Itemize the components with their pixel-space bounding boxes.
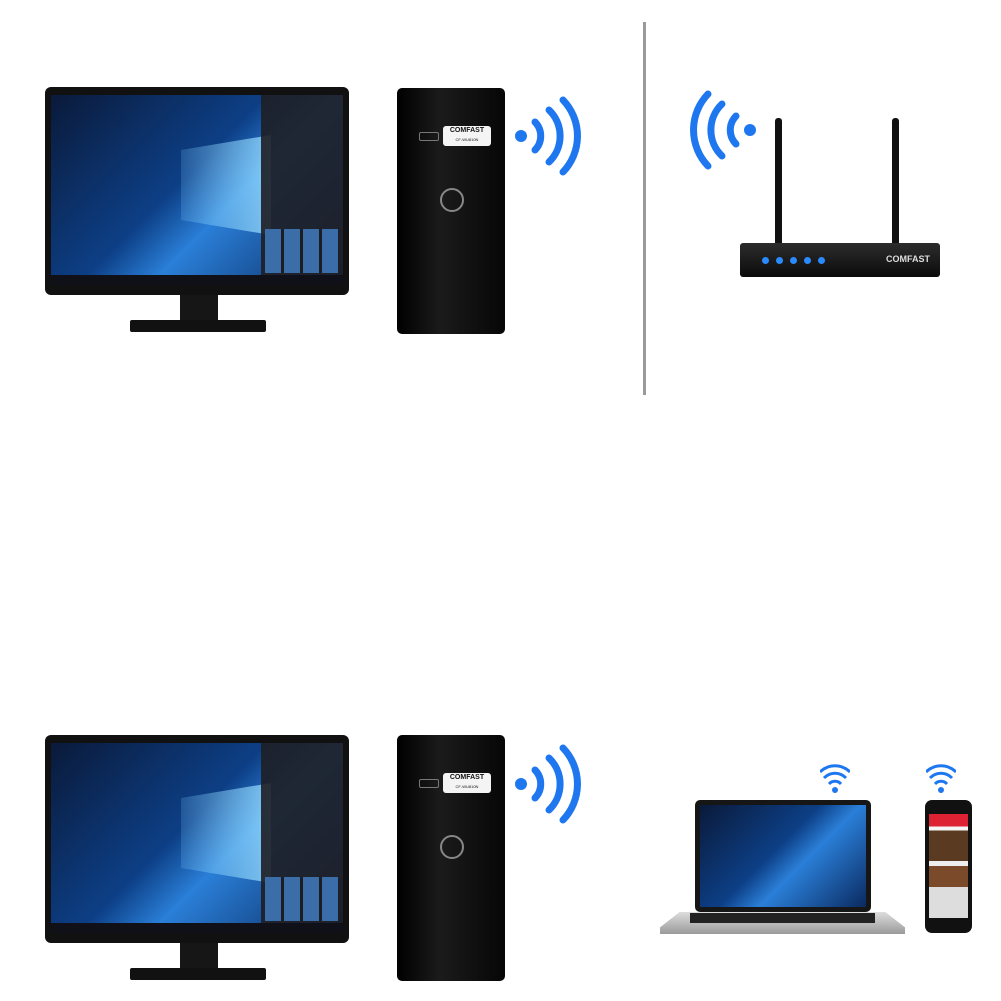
monitor-base bbox=[130, 968, 266, 980]
pc-tower-icon: COMFAST CF-WU810N bbox=[397, 735, 505, 981]
router-antenna bbox=[892, 118, 899, 246]
brand-label: COMFAST CF-WU810N bbox=[443, 773, 491, 793]
monitor-base bbox=[130, 320, 266, 332]
wifi-icon bbox=[820, 764, 850, 794]
monitor-screen bbox=[51, 743, 343, 933]
brand-model: CF-WU810N bbox=[455, 137, 479, 142]
router-led bbox=[818, 257, 825, 264]
windows-logo bbox=[181, 783, 271, 883]
brand-name: COMFAST bbox=[449, 127, 485, 134]
router-logo: COMFAST bbox=[886, 254, 930, 264]
wifi-icon bbox=[926, 764, 956, 794]
wifi-waves-icon bbox=[686, 90, 758, 170]
wifi-waves-icon bbox=[513, 744, 585, 824]
router-antenna bbox=[775, 118, 782, 246]
divider bbox=[643, 22, 646, 395]
monitor-stand bbox=[180, 295, 218, 321]
wifi-waves-icon bbox=[513, 96, 585, 176]
action-center bbox=[261, 743, 343, 925]
monitor-icon bbox=[45, 735, 349, 943]
smartphone-icon bbox=[925, 800, 972, 933]
brand-label: COMFAST CF-WU810N bbox=[443, 126, 491, 146]
usb-adapter bbox=[419, 779, 439, 788]
monitor-icon bbox=[45, 87, 349, 295]
router-led bbox=[762, 257, 769, 264]
router-led bbox=[776, 257, 783, 264]
monitor-screen bbox=[51, 95, 343, 285]
brand-model: CF-WU810N bbox=[455, 784, 479, 789]
power-button bbox=[440, 188, 464, 212]
pc-tower-icon: COMFAST CF-WU810N bbox=[397, 88, 505, 334]
taskbar bbox=[51, 275, 343, 285]
action-center bbox=[261, 95, 343, 277]
brand-name: COMFAST bbox=[449, 774, 485, 781]
windows-logo bbox=[181, 135, 271, 235]
power-button bbox=[440, 835, 464, 859]
laptop-icon bbox=[695, 800, 871, 912]
taskbar bbox=[51, 923, 343, 933]
phone-screen bbox=[929, 814, 968, 918]
router-icon: COMFAST bbox=[740, 243, 940, 277]
monitor-stand bbox=[180, 943, 218, 969]
router-led bbox=[790, 257, 797, 264]
laptop-screen bbox=[700, 805, 866, 907]
router-led bbox=[804, 257, 811, 264]
laptop-keyboard bbox=[690, 913, 875, 923]
usb-adapter bbox=[419, 132, 439, 141]
